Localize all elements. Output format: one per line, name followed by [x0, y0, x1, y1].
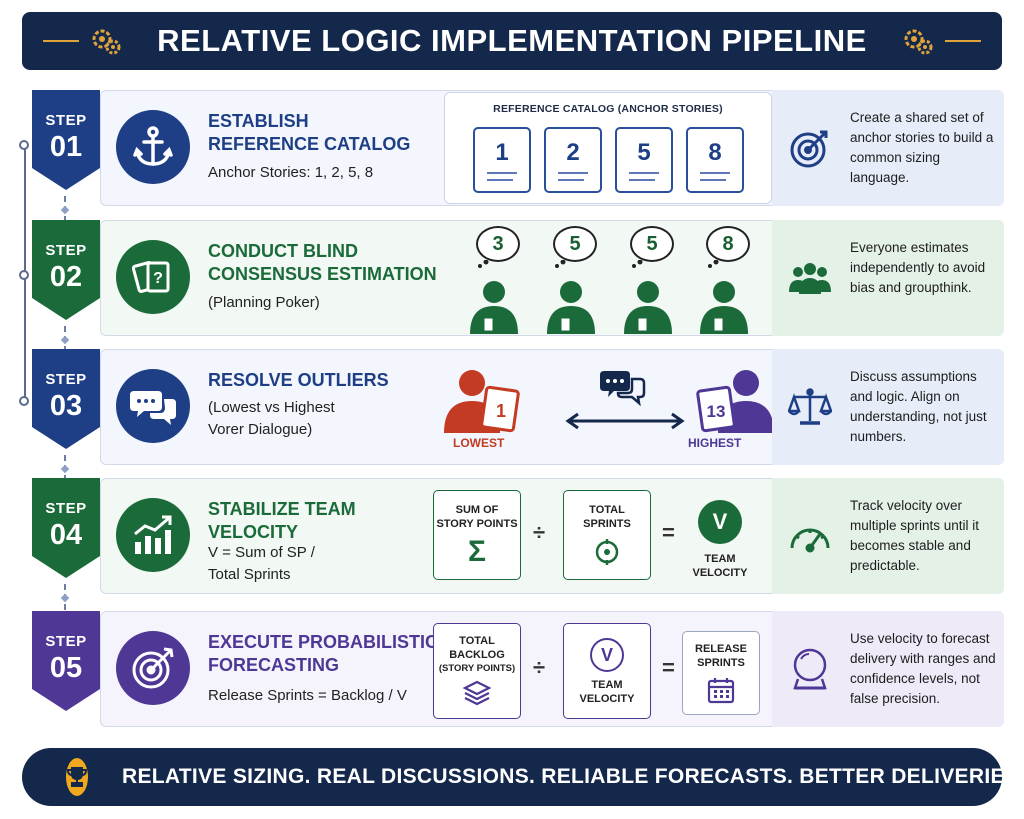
step-title: STABILIZE TEAM VELOCITY: [208, 499, 356, 542]
step-row-4: STEP 04 STABILIZE TEAM VELOCITY V = Sum …: [32, 478, 1004, 594]
person-icon: [470, 260, 518, 334]
anchor-icon: [116, 110, 190, 184]
trophy-icon: [66, 758, 88, 796]
header-decoration-right: [891, 24, 981, 58]
step-title: ESTABLISH REFERENCE CATALOG: [208, 111, 411, 154]
catalog-title: REFERENCE CATALOG (ANCHOR STORIES): [493, 103, 723, 115]
sigma-icon: Σ: [467, 535, 486, 568]
step-description: Use velocity to forecast delivery with r…: [850, 631, 996, 706]
estimate-bubble: 5: [553, 226, 597, 262]
calendar-icon: [707, 678, 735, 704]
lowest-card: 1: [480, 385, 520, 433]
crystal-ball-icon: [786, 645, 834, 693]
highest-card-value: 13: [707, 402, 726, 421]
step-title: EXECUTE PROBABILISTIC FORECASTING: [208, 632, 439, 675]
reference-catalog: REFERENCE CATALOG (ANCHOR STORIES) 1 2 5…: [444, 92, 772, 204]
target-icon: [786, 124, 834, 172]
step-side-panel: [772, 220, 1004, 336]
anchor-card: 5: [615, 127, 673, 193]
outlier-dialogue: 1 13: [444, 370, 772, 433]
rail-node: [19, 270, 29, 280]
step-subtitle: V = Sum of SP / Total Sprints: [208, 544, 315, 583]
step-badge: STEP 02: [32, 220, 100, 320]
equals-operator: =: [662, 655, 675, 680]
page-header: RELATIVE LOGIC IMPLEMENTATION PIPELINE: [22, 12, 1002, 70]
step-row-3: STEP 03 RESOLVE OUTLIERS (Lowest vs High…: [32, 349, 1004, 465]
lowest-card-value: 1: [496, 401, 506, 421]
step-title: CONDUCT BLIND CONSENSUS ESTIMATION: [208, 241, 437, 284]
step-description: Everyone estimates independently to avoi…: [850, 240, 986, 295]
step-description: Discuss assumptions and logic. Align on …: [850, 369, 987, 444]
estimate-bubble: 3: [476, 226, 520, 262]
lowest-label: LOWEST: [453, 436, 505, 450]
step-subtitle: Anchor Stories: 1, 2, 5, 8: [208, 164, 374, 181]
layers-icon: [462, 680, 492, 706]
chat-icon: [116, 369, 190, 443]
anchor-card: 2: [544, 127, 602, 193]
step-description: Create a shared set of anchor stories to…: [850, 110, 994, 185]
anchor-card: 8: [686, 127, 744, 193]
equals-operator: =: [662, 520, 675, 545]
voter: 5: [618, 226, 678, 334]
bullseye-arrow-icon: [116, 631, 190, 705]
step-side-panel: [772, 611, 1004, 727]
step-row-2: STEP 02 ? CONDUCT BLIND CONSENSUS ESTIMA…: [32, 220, 1004, 336]
double-arrow-icon: [565, 412, 685, 430]
step-badge: STEP 04: [32, 478, 100, 578]
header-decoration-left: [43, 24, 133, 58]
scales-icon: [786, 383, 834, 431]
voter: 8: [694, 226, 754, 334]
highest-label: HIGHEST: [688, 436, 742, 450]
voter: 5: [541, 226, 601, 334]
chat-bubbles-icon: [600, 371, 646, 407]
gear-cluster-icon: [92, 29, 121, 55]
person-icon: [547, 260, 595, 334]
page-title: RELATIVE LOGIC IMPLEMENTATION PIPELINE: [157, 23, 867, 58]
svg-text:?: ?: [153, 270, 163, 287]
estimate-bubble: 8: [706, 226, 750, 262]
step-subtitle: Release Sprints = Backlog / V: [208, 687, 407, 704]
cards-icon: ?: [116, 240, 190, 314]
footer-banner: RELATIVE SIZING. REAL DISCUSSIONS. RELIA…: [22, 748, 1024, 806]
voter: 3: [464, 226, 524, 334]
estimate-bubble: 5: [630, 226, 674, 262]
step-description: Track velocity over multiple sprints unt…: [850, 498, 980, 573]
rail-node: [19, 140, 29, 150]
gear-cluster-icon: [904, 29, 933, 55]
step-subtitle: (Lowest vs Highest Vorer Dialogue): [208, 399, 335, 438]
rail-node: [19, 396, 29, 406]
anchor-card: 1: [473, 127, 531, 193]
step-side-panel: [772, 478, 1004, 594]
step-row-5: STEP 05 EXECUTE PROBABILISTIC FORECASTIN…: [32, 611, 1004, 727]
sprint-cycle-icon: [595, 539, 619, 565]
velocity-symbol: V: [590, 638, 624, 672]
person-icon: [624, 260, 672, 334]
divide-operator: ÷: [533, 655, 546, 680]
step-subtitle: (Planning Poker): [208, 294, 320, 311]
step-badge: STEP 03: [32, 349, 100, 449]
growth-chart-icon: [116, 498, 190, 572]
highest-card: 13: [696, 385, 736, 433]
step-row-1: STEP 01 ESTABLISH REFERENCE CATALOG Anch…: [32, 90, 1004, 206]
velocity-badge: V: [698, 500, 742, 544]
step-badge: STEP 05: [32, 611, 100, 711]
step-title: RESOLVE OUTLIERS: [208, 370, 389, 390]
step-badge: STEP 01: [32, 90, 100, 190]
person-icon: [700, 260, 748, 334]
group-icon: [786, 254, 834, 302]
footer-tagline: RELATIVE SIZING. REAL DISCUSSIONS. RELIA…: [122, 765, 1024, 788]
gauge-icon: [786, 512, 834, 560]
divide-operator: ÷: [533, 520, 546, 545]
